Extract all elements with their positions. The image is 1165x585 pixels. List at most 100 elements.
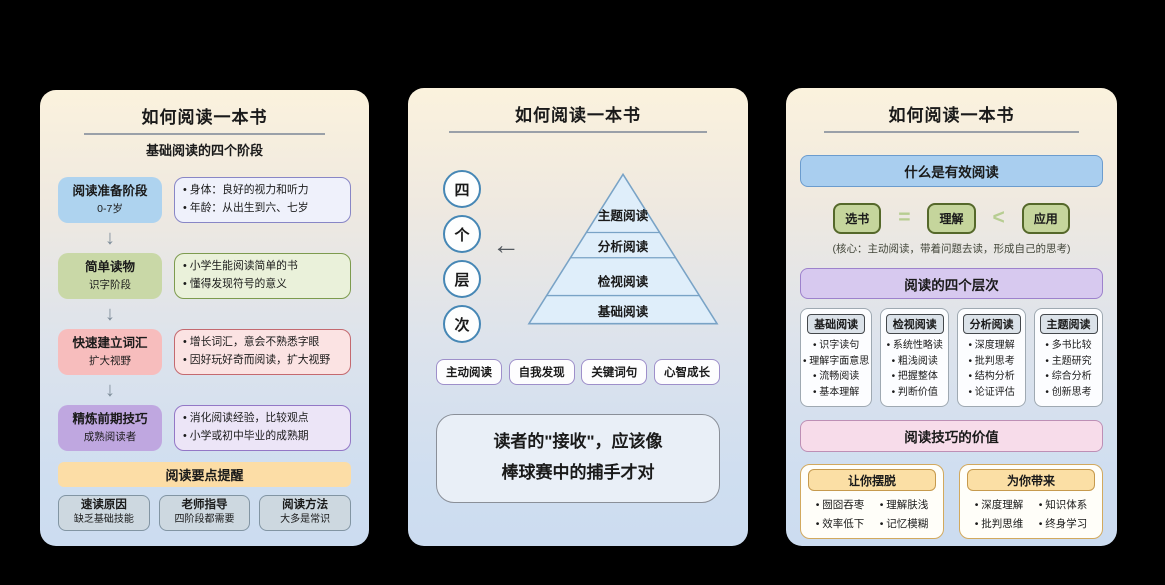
panel-reading-summary: 如何阅读一本书 什么是有效阅读 选书 = 理解 < 应用 (核心：主动阅读，带着… xyxy=(786,88,1117,546)
quote-box: 读者的"接收"，应该像 棒球赛中的捕手才对 xyxy=(436,414,720,503)
stage-row: 精炼前期技巧 成熟阅读者 消化阅读经验，比较观点 小学或初中毕业的成熟期 xyxy=(58,405,351,451)
tag-pill-2: 自我发现 xyxy=(508,359,575,385)
tag-row: 主动阅读 自我发现 关键词句 心智成长 xyxy=(408,359,748,385)
level-item: 粗浅阅读 xyxy=(883,354,946,370)
stage-row: 快速建立词汇 扩大视野 增长词汇，意会不熟悉字眼 因好玩好奇而阅读，扩大视野 xyxy=(58,329,351,375)
value-item: 终身学习 xyxy=(1031,516,1095,531)
panel-reading-levels-pyramid: 如何阅读一本书 四 个 层 次 ← 主题阅读 分析阅读 检视阅读 基础阅读 xyxy=(408,88,748,546)
panel-subtitle: 基础阅读的四个阶段 xyxy=(145,143,263,158)
equation-box-select: 选书 xyxy=(833,202,882,234)
level-column-basic: 基础阅读 识字读句 理解字面意思 流畅阅读 基本理解 xyxy=(800,308,873,407)
quote-line: 读者的"接收"，应该像 xyxy=(493,432,663,451)
circle-badge-3: 层 xyxy=(443,260,481,298)
stage-row: 简单读物 识字阶段 小学生能阅读简单的书 懂得发现符号的意义 xyxy=(58,253,351,299)
pyramid-level-label: 分析阅读 xyxy=(598,239,649,254)
stage-name: 阅读准备阶段 xyxy=(72,184,148,199)
section-banner-four-levels: 阅读的四个层次 xyxy=(800,268,1103,299)
note-title: 阅读方法 xyxy=(282,499,329,511)
stage-box-3: 快速建立词汇 扩大视野 xyxy=(58,329,162,375)
stage-name: 精炼前期技巧 xyxy=(72,412,148,427)
note-card-1: 速读原因 缺乏基础技能 xyxy=(58,495,150,532)
pyramid-diagram: 主题阅读 分析阅读 检视阅读 基础阅读 xyxy=(527,172,719,325)
value-item: 理解肤浅 xyxy=(872,497,936,512)
title-underline xyxy=(84,133,325,135)
pyramid-area: 四 个 层 次 ← 主题阅读 分析阅读 检视阅读 基础阅读 xyxy=(408,163,748,345)
value-item: 批判思维 xyxy=(967,516,1031,531)
stage-detail-box-3: 增长词汇，意会不熟悉字眼 因好玩好奇而阅读，扩大视野 xyxy=(174,329,351,375)
value-card-gain: 为你带来 深度理解 知识体系 批判思维 终身学习 xyxy=(959,464,1103,539)
level-item: 结构分析 xyxy=(960,369,1023,385)
stage-box-4: 精炼前期技巧 成熟阅读者 xyxy=(58,405,162,451)
level-item: 多书比较 xyxy=(1037,338,1100,354)
section-banner-value: 阅读技巧的价值 xyxy=(800,420,1103,452)
value-item: 记忆模糊 xyxy=(872,516,936,531)
stage-name: 简单读物 xyxy=(84,260,135,275)
detail-point: 小学或初中毕业的成熟期 xyxy=(183,428,342,446)
detail-point: 因好玩好奇而阅读，扩大视野 xyxy=(183,352,342,370)
level-item: 理解字面意思 xyxy=(803,354,869,370)
panel-title: 如何阅读一本书 xyxy=(515,106,641,125)
circle-column: 四 个 层 次 xyxy=(443,170,481,343)
equals-operator: = xyxy=(898,206,911,229)
level-column-analyze: 分析阅读 深度理解 批判思考 结构分析 论证评估 xyxy=(957,308,1027,407)
level-header: 基础阅读 xyxy=(807,314,866,334)
stage-row: 阅读准备阶段 0-7岁 身体：良好的视力和听力 年龄：从出生到六、七岁 xyxy=(58,177,351,223)
level-item: 创新思考 xyxy=(1037,385,1100,401)
note-title: 速读原因 xyxy=(80,499,127,511)
reminder-banner: 阅读要点提醒 xyxy=(58,462,351,487)
equation-row: 选书 = 理解 < 应用 xyxy=(800,200,1103,236)
section-banner-effective-reading: 什么是有效阅读 xyxy=(800,155,1103,187)
stage-subtitle: 识字阶段 xyxy=(89,278,131,291)
down-arrow-icon: ↓ xyxy=(105,378,115,401)
level-item: 判断价值 xyxy=(883,385,946,401)
tag-pill-3: 关键词句 xyxy=(581,359,648,385)
stage-detail-box-1: 身体：良好的视力和听力 年龄：从出生到六、七岁 xyxy=(174,177,351,223)
level-item: 基本理解 xyxy=(803,385,869,401)
value-item: 知识体系 xyxy=(1031,497,1095,512)
tag-pill-1: 主动阅读 xyxy=(436,359,502,385)
circle-badge-2: 个 xyxy=(443,215,481,253)
stage-detail-box-4: 消化阅读经验，比较观点 小学或初中毕业的成熟期 xyxy=(174,405,351,451)
level-header: 检视阅读 xyxy=(885,314,944,334)
tag-pill-4: 心智成长 xyxy=(653,359,720,385)
stage-box-2: 简单读物 识字阶段 xyxy=(58,253,162,299)
detail-point: 身体：良好的视力和听力 xyxy=(183,182,342,200)
panel-title: 如何阅读一本书 xyxy=(141,108,268,127)
value-card-escape: 让你摆脱 囫囵吞枣 理解肤浅 效率低下 记忆模糊 xyxy=(800,464,944,539)
level-column-inspect: 检视阅读 系统性略读 粗浅阅读 把握整体 判断价值 xyxy=(880,308,950,407)
stage-box-1: 阅读准备阶段 0-7岁 xyxy=(58,177,162,223)
note-subtitle: 四阶段都需要 xyxy=(174,513,235,525)
down-arrow-icon: ↓ xyxy=(105,302,115,325)
core-note: (核心：主动阅读，带着问题去读，形成自己的思考) xyxy=(832,243,1071,255)
level-item: 识字读句 xyxy=(803,338,869,354)
less-than-operator: < xyxy=(992,206,1005,229)
quote-line: 棒球赛中的捕手才对 xyxy=(501,463,655,483)
note-card-2: 老师指导 四阶段都需要 xyxy=(158,495,251,532)
value-item: 深度理解 xyxy=(967,497,1031,512)
title-underline xyxy=(824,131,1079,133)
stage-name: 快速建立词汇 xyxy=(72,336,148,351)
value-item: 效率低下 xyxy=(808,516,872,531)
note-subtitle: 大多是常识 xyxy=(280,513,331,525)
stage-subtitle: 0-7岁 xyxy=(97,202,123,215)
value-header: 为你带来 xyxy=(967,469,1095,491)
level-item: 系统性略读 xyxy=(883,338,946,354)
level-header: 分析阅读 xyxy=(962,314,1021,334)
down-arrow-icon: ↓ xyxy=(105,226,115,249)
level-item: 主题研究 xyxy=(1037,354,1100,370)
equation-box-understand: 理解 xyxy=(927,202,976,234)
level-item: 流畅阅读 xyxy=(803,369,869,385)
level-header: 主题阅读 xyxy=(1039,314,1098,334)
equation-box-apply: 应用 xyxy=(1021,202,1070,234)
detail-point: 懂得发现符号的意义 xyxy=(183,276,342,294)
detail-point: 消化阅读经验，比较观点 xyxy=(183,410,342,428)
panel-title: 如何阅读一本书 xyxy=(888,106,1015,125)
circle-badge-1: 四 xyxy=(443,170,481,208)
level-item: 深度理解 xyxy=(960,338,1023,354)
note-row: 速读原因 缺乏基础技能 老师指导 四阶段都需要 阅读方法 大多是常识 xyxy=(58,495,352,532)
title-underline xyxy=(448,131,708,133)
value-header: 让你摆脱 xyxy=(808,469,936,491)
note-title: 老师指导 xyxy=(181,499,228,511)
pyramid-level-label: 基础阅读 xyxy=(598,304,649,319)
